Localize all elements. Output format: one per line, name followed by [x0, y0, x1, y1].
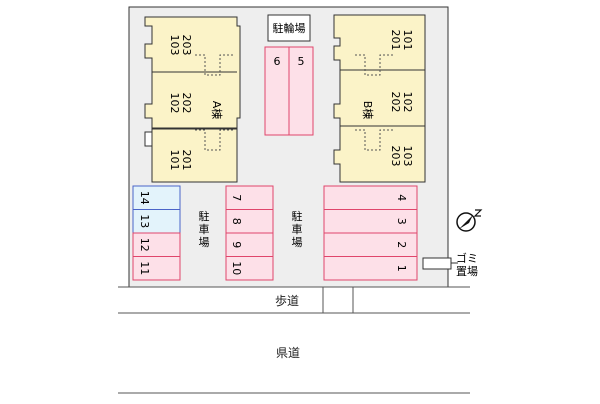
building-a-unit-102: 102	[168, 93, 181, 114]
building-a-unit-103: 103	[168, 35, 181, 56]
building-b-unit-103: 103	[401, 146, 414, 167]
bicycle-parking-label-box	[267, 14, 311, 42]
parking-space-10	[225, 256, 274, 281]
building-b-unit-101: 101	[401, 30, 414, 51]
parking-space-label-4: 4	[395, 194, 408, 201]
garbage-label-line2: 置場	[456, 265, 478, 278]
garbage-label-line1: ゴミ	[456, 251, 478, 265]
building-a-unit-201: 201	[180, 150, 193, 171]
building-a-label: A棟	[210, 101, 224, 120]
parking-far-left: 14 13 12 11	[132, 185, 181, 281]
parking-space-label-9: 9	[230, 241, 243, 248]
sidewalk-label: 歩道	[275, 293, 299, 308]
building-b-unit-203: 203	[389, 146, 402, 167]
building-a-unit-203: 203	[180, 35, 193, 56]
garbage-area-box	[422, 257, 452, 270]
parking-space-label-1: 1	[395, 265, 408, 272]
building-a: 203 103 202 102 201 101 A棟	[144, 16, 241, 183]
parking-space-label-3: 3	[395, 218, 408, 225]
parking-space-label-12: 12	[138, 238, 151, 252]
parking-space-label-2: 2	[395, 241, 408, 248]
building-b-body	[333, 14, 426, 183]
parking-space-label-14: 14	[138, 191, 151, 205]
parking-right: 4 3 2 1	[323, 185, 418, 281]
building-a-unit-101-block	[151, 128, 238, 183]
building-b: 201 101 202 102 203 103 B棟	[333, 14, 426, 183]
bicycle-slot-6-label: 6	[274, 55, 281, 68]
bicycle-slot-5	[288, 46, 314, 136]
building-b-unit-102: 102	[401, 92, 414, 113]
parking-space-label-8: 8	[230, 218, 243, 225]
building-b-stair-2	[355, 129, 395, 151]
building-a-stair-1	[195, 54, 235, 76]
parking-space-label-7: 7	[230, 194, 243, 201]
building-a-door	[144, 131, 153, 147]
building-b-unit-202: 202	[389, 92, 402, 113]
bicycle-parking-label: 駐輪場	[273, 21, 306, 35]
parking-label-right-text: 駐車場	[292, 209, 303, 249]
parking-label-left-text: 駐車場	[199, 209, 210, 249]
parking-space-11	[132, 256, 181, 281]
bicycle-slot-6	[264, 46, 290, 136]
bicycle-slot-5-label: 5	[298, 55, 305, 68]
building-b-stair-1	[355, 54, 395, 76]
parking-space-label-13: 13	[138, 214, 151, 228]
building-a-unit-101: 101	[168, 150, 181, 171]
parking-space-label-10: 10	[230, 261, 243, 275]
building-a-stair-2	[195, 129, 235, 151]
compass-icon	[456, 209, 483, 232]
building-b-unit-201: 201	[389, 30, 402, 51]
parking-space-label-11: 11	[138, 261, 151, 275]
prefectural-road-label: 県道	[276, 346, 300, 360]
building-a-unit-202: 202	[180, 93, 193, 114]
parking-space-1	[323, 256, 418, 281]
building-b-label: B棟	[361, 101, 375, 120]
parking-middle: 7 8 9 10	[225, 185, 274, 281]
